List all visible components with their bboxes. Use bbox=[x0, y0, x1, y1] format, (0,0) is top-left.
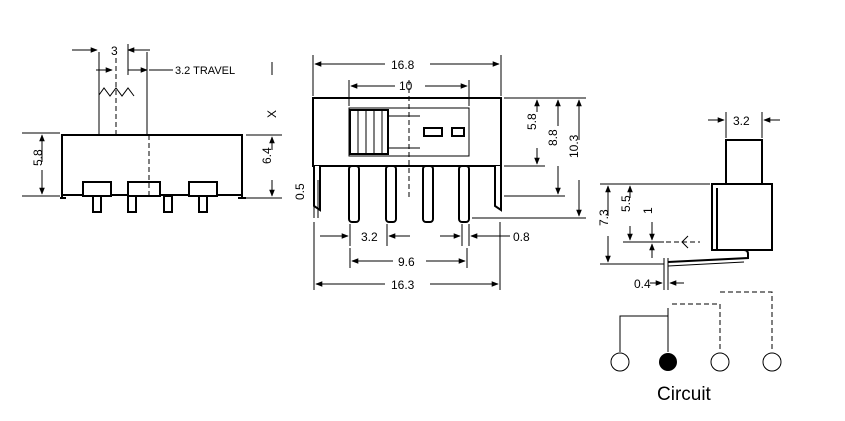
front-dim-10-label: 10 bbox=[399, 79, 413, 93]
front-body bbox=[312, 80, 502, 200]
circuit-alt-line-1 bbox=[672, 303, 721, 352]
circuit-contact-line bbox=[619, 315, 668, 352]
circuit-terminal-common bbox=[659, 353, 677, 371]
front-pins bbox=[313, 165, 502, 223]
side-travel-label: 3.2 TRAVEL bbox=[175, 65, 235, 77]
side-view: 3 3.2 TRAVEL X bbox=[22, 44, 282, 213]
end-dim-1-label: 1 bbox=[641, 207, 655, 214]
front-dim-0-5-label: 0.5 bbox=[293, 183, 307, 200]
end-view: 3.2 7.3 5.5 1 bbox=[597, 112, 780, 291]
front-dim-5-8-label: 5.8 bbox=[525, 113, 539, 130]
front-dim-10: 10 bbox=[348, 79, 470, 106]
side-dim-6-4: 6.4 bbox=[246, 134, 282, 199]
front-dim-8-8-label: 8.8 bbox=[546, 129, 560, 146]
end-dim-0-4: 0.4 bbox=[634, 258, 684, 291]
front-dim-9-6: 9.6 bbox=[349, 248, 468, 269]
end-dim-5-5-label: 5.5 bbox=[619, 195, 633, 212]
side-dim-5-8: 5.8 bbox=[22, 132, 60, 197]
front-dim-16-8-label: 16.8 bbox=[391, 58, 415, 72]
end-dim-3-2-label: 3.2 bbox=[733, 114, 750, 128]
end-dim-0-4-label: 0.4 bbox=[634, 277, 651, 291]
front-dim-0-8: 0.8 bbox=[440, 224, 530, 246]
end-dim-heights: 7.3 5.5 1 bbox=[597, 183, 710, 265]
front-dim-0-8-label: 0.8 bbox=[513, 230, 530, 244]
front-dim-0-5: 0.5 bbox=[293, 180, 319, 218]
end-dim-7-3-label: 7.3 bbox=[597, 209, 611, 226]
front-dim-3-2: 3.2 bbox=[320, 224, 410, 246]
side-dim-5-8-label: 5.8 bbox=[31, 149, 45, 166]
front-dim-9-6-label: 9.6 bbox=[398, 255, 415, 269]
side-dim-6-4-label: 6.4 bbox=[260, 147, 274, 164]
side-body bbox=[61, 134, 243, 198]
side-pins bbox=[60, 195, 246, 213]
front-dim-10-3-label: 10.3 bbox=[567, 134, 581, 158]
side-actuator bbox=[98, 52, 148, 135]
front-dim-16-8: 16.8 bbox=[312, 55, 502, 96]
end-body bbox=[666, 183, 773, 267]
circuit-terminal-4 bbox=[762, 352, 782, 372]
front-dim-3-2-label: 3.2 bbox=[361, 230, 378, 244]
side-dim-3-label: 3 bbox=[111, 44, 118, 58]
front-view: 16.8 10 5.8 8.8 10.3 bbox=[293, 55, 586, 292]
side-x-mark: X bbox=[265, 110, 279, 118]
front-dim-16-3-label: 16.3 bbox=[391, 278, 415, 292]
circuit-terminal-3 bbox=[710, 352, 730, 372]
end-dim-3-2: 3.2 bbox=[708, 112, 780, 138]
circuit-terminal-1 bbox=[610, 352, 630, 372]
front-dim-heights: 5.8 8.8 10.3 bbox=[472, 97, 586, 219]
circuit-diagram: Circuit bbox=[610, 291, 782, 405]
circuit-caption: Circuit bbox=[657, 384, 712, 405]
end-actuator bbox=[725, 139, 763, 185]
circuit-alt-line-2 bbox=[720, 291, 773, 352]
side-travel: 3.2 TRAVEL bbox=[128, 62, 273, 77]
front-dim-16-3: 16.3 bbox=[313, 222, 501, 292]
